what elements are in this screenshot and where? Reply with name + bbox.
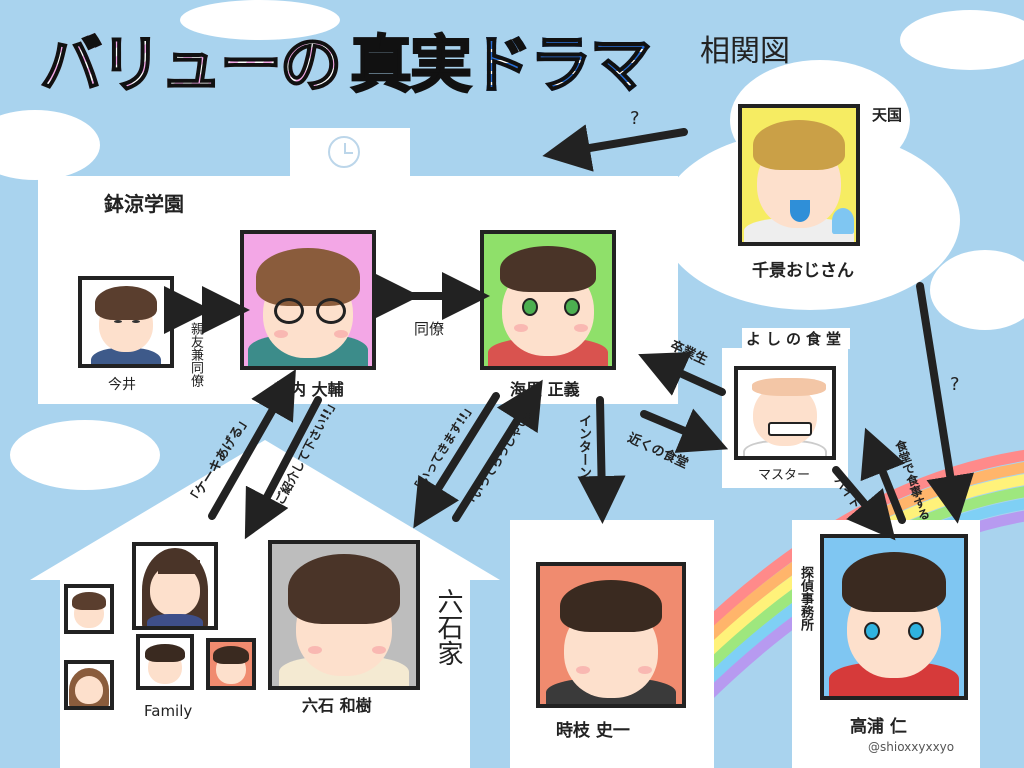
label-imai-niiuchi: 親友兼同僚: [188, 322, 203, 387]
arrow-rokuseki-kairi: [452, 379, 543, 522]
shokudo-label: よしの食堂: [742, 328, 851, 349]
name-tokieda: 時枝 史一: [556, 721, 630, 741]
portrait-niiuchi[interactable]: [240, 230, 376, 370]
portrait-rokuseki[interactable]: [268, 540, 420, 690]
name-master: マスター: [758, 468, 811, 483]
title-part2: 真実: [349, 27, 473, 102]
heaven-label: 天国: [872, 106, 903, 124]
name-jiji: 千景おじさん: [752, 261, 854, 281]
cloud: [180, 0, 340, 40]
cloud: [930, 250, 1024, 330]
label-niiuchi-kairi: 同僚: [414, 320, 445, 338]
portrait-family-2[interactable]: [64, 660, 114, 710]
portrait-tokieda[interactable]: [536, 562, 686, 708]
portrait-family-1[interactable]: [64, 584, 114, 634]
cloud: [900, 10, 1024, 70]
label-kairi-tokieda: インターン: [576, 414, 591, 479]
name-takaura: 高浦 仁: [850, 717, 907, 737]
arrow-kaede-niiuchi: [208, 369, 296, 520]
portrait-kairi[interactable]: [480, 230, 616, 370]
name-imai: 今井: [108, 377, 136, 393]
arrow-kairi-rokuseki: [413, 392, 500, 529]
portrait-family-4[interactable]: [206, 638, 256, 690]
portrait-takaura[interactable]: [820, 534, 968, 700]
cloud: [10, 420, 160, 490]
takaura-job-label: 探偵事務所: [798, 566, 813, 631]
portrait-family-3[interactable]: [136, 634, 194, 690]
family-house-label: 六石家: [433, 588, 463, 666]
arrow-jiji-takaura: [916, 282, 974, 524]
arrow-master-kairi: [638, 352, 726, 396]
portrait-kaede[interactable]: [132, 542, 218, 630]
arrow-takaura-master: [860, 427, 906, 524]
portrait-master[interactable]: [734, 366, 836, 460]
arrow-jiji-school: [542, 124, 688, 172]
school-label: 鉢涼学園: [104, 192, 184, 216]
arrow-kairi-master: [640, 408, 729, 453]
family-label: Family: [144, 702, 193, 720]
label-question-2: ?: [950, 374, 960, 395]
portrait-jiji[interactable]: [738, 104, 860, 246]
credit: @shioxxyxxyo: [868, 740, 955, 754]
arrow-master-takaura: [832, 466, 896, 541]
name-rokuseki: 六石 和樹: [302, 696, 372, 715]
title-part1: バリューの: [39, 14, 343, 104]
portrait-imai[interactable]: [78, 276, 174, 368]
label-question-1: ?: [630, 108, 640, 129]
title-part3: ドラマ: [469, 14, 653, 104]
title-subtitle: 相関図: [700, 34, 790, 69]
arrow-niiuchi-rokuseki: [244, 396, 322, 540]
clock-icon: [328, 136, 360, 168]
cloud: [0, 110, 100, 180]
arrow-kairi-tokieda: [577, 396, 626, 524]
